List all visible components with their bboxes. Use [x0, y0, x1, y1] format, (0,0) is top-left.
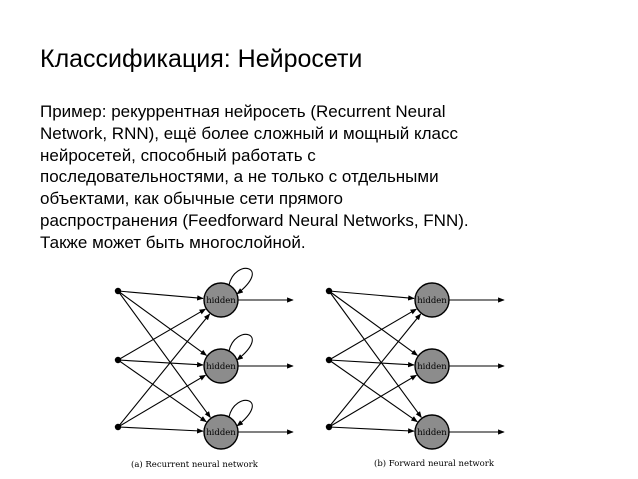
- recurrent-loop: [228, 267, 253, 295]
- hidden-node: [414, 348, 450, 384]
- input-node: [114, 287, 122, 295]
- hidden-node-label: hidden: [417, 428, 447, 438]
- connection-edge: [328, 374, 418, 428]
- body-line: последовательностями, а не только с отде…: [40, 167, 439, 187]
- body-line: распространения (Feedforward Neural Netw…: [40, 210, 469, 230]
- connection-edge: [117, 359, 204, 368]
- body-line: Пример: рекуррентная нейросеть (Recurren…: [40, 102, 446, 121]
- body-line: нейросетей, способный работать с: [40, 145, 316, 165]
- hidden-node: [414, 414, 450, 450]
- connection-edge: [328, 426, 415, 434]
- connection-edge: [328, 359, 415, 368]
- recurrent-loop: [228, 399, 253, 427]
- connection-edge: [117, 290, 204, 301]
- hidden-node-label: hidden: [206, 428, 236, 438]
- body-line: Network, RNN), ещё более сложный и мощны…: [40, 123, 458, 143]
- connection-edge: [117, 313, 211, 428]
- hidden-node-label: hidden: [206, 362, 236, 372]
- hidden-node-label: hidden: [417, 362, 447, 372]
- forward-network: hidden hidden hidden: [325, 282, 505, 450]
- slide-body: Пример: рекуррентная нейросеть (Recurren…: [40, 101, 600, 254]
- connection-edge: [117, 426, 204, 434]
- recurrent-network-caption: (a) Recurrent neural network: [131, 459, 259, 470]
- connection-edge: [117, 290, 211, 418]
- connection-edge: [328, 313, 422, 428]
- connection-edge: [328, 290, 418, 356]
- connection-edge: [117, 308, 207, 361]
- hidden-node: [203, 282, 239, 318]
- connection-edge: [328, 290, 415, 301]
- input-node: [114, 423, 122, 431]
- slide-title: Классификация: Нейросети: [40, 45, 363, 73]
- body-line: объектами, как обычные сети прямого: [40, 189, 343, 209]
- connection-edge: [117, 374, 207, 428]
- input-node: [114, 356, 122, 364]
- hidden-node: [203, 414, 239, 450]
- connection-edge: [117, 290, 207, 356]
- hidden-node: [203, 348, 239, 384]
- connection-edge: [117, 359, 207, 423]
- connection-edge: [328, 290, 422, 418]
- connection-edge: [328, 359, 418, 423]
- body-line: Также может быть многослойной.: [40, 232, 306, 252]
- connection-edge: [328, 308, 418, 361]
- hidden-node-label: hidden: [206, 296, 236, 306]
- input-node: [325, 423, 333, 431]
- input-node: [325, 287, 333, 295]
- forward-network-caption: (b) Forward neural network: [374, 458, 495, 469]
- recurrent-network: hidden hidden hidden: [114, 267, 294, 450]
- recurrent-loop: [228, 333, 253, 361]
- input-node: [325, 356, 333, 364]
- hidden-node-label: hidden: [417, 296, 447, 306]
- hidden-node: [414, 282, 450, 318]
